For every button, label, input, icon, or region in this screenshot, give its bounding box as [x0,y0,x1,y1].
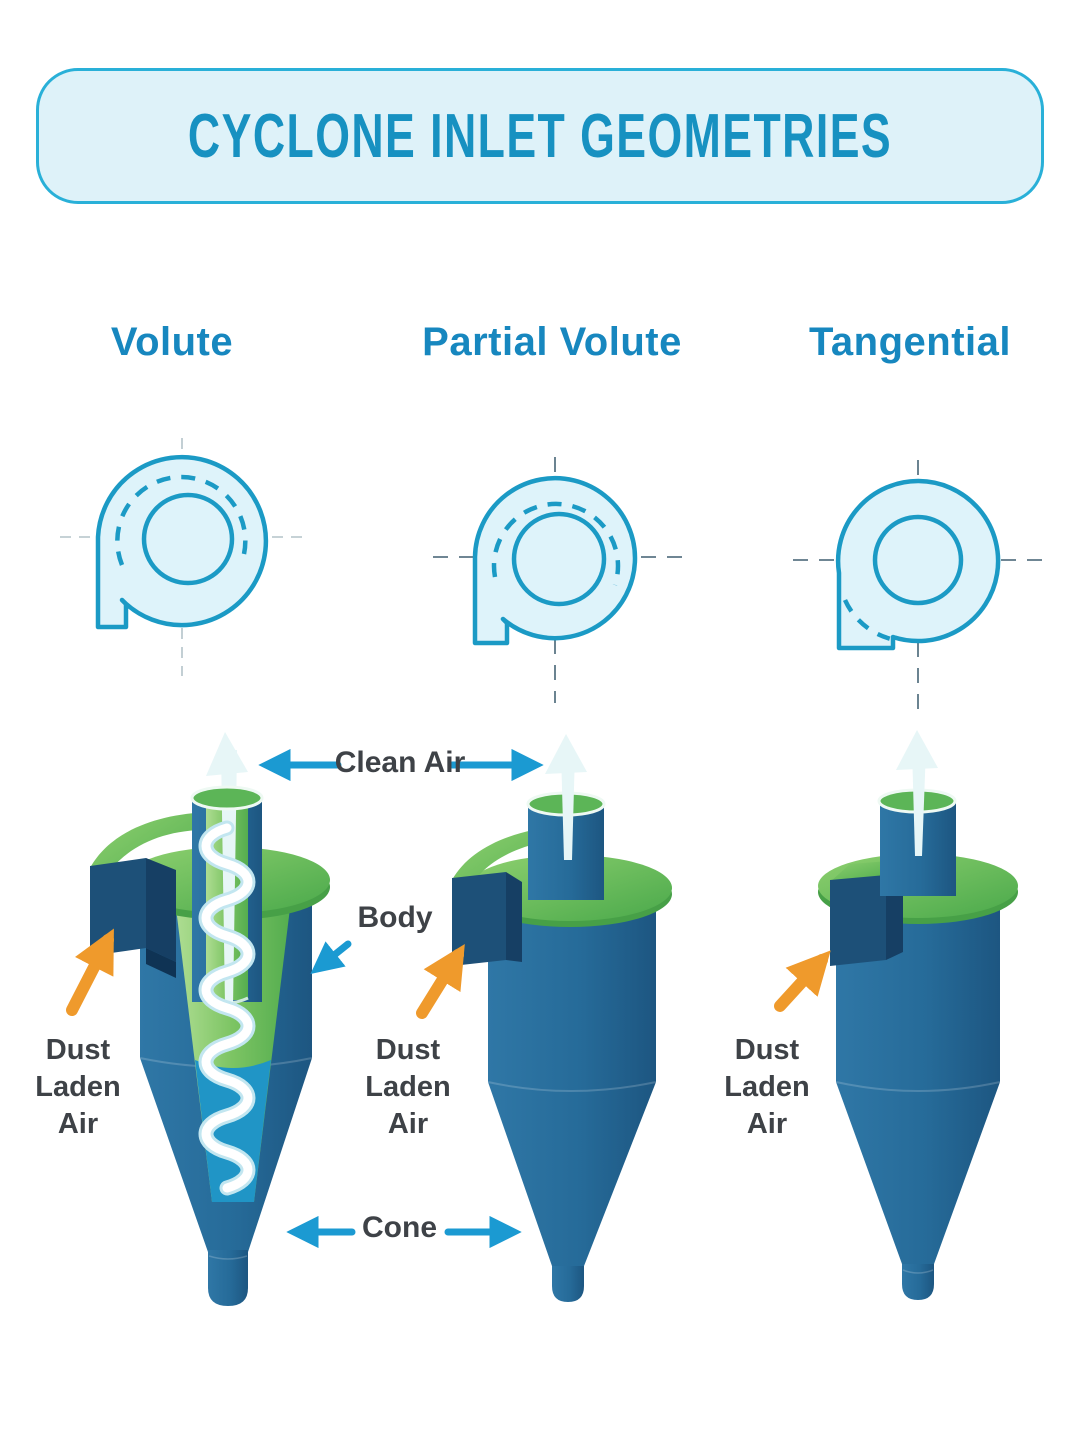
dust-laden-air-label-middle: Dust Laden Air [365,1034,451,1140]
inlet-duct-step [146,948,176,978]
dust-laden-air-arrow-right [774,950,831,1012]
body-label: Body [357,901,433,934]
vortex-finder-circle [141,492,235,586]
tip-seam [902,1269,934,1274]
clean-air-flow-arrowhead [896,730,938,770]
page-title: CYCLONE INLET GEOMETRIES [187,101,893,171]
body-arrow [310,940,352,975]
inlet-duct-front [830,875,886,966]
inlet-duct-side [886,875,903,960]
dust-outlet-tip [902,1264,934,1300]
dust-outlet-tip [208,1250,248,1306]
tangential-topview-diagram [793,460,1043,710]
inlet-path-dashed-arc [842,599,892,642]
inlet-duct-side [506,872,522,962]
dust-laden-air-label-right: Dust Laden Air [724,1034,810,1140]
clean-air-flow-shaft [561,752,575,860]
dust-laden-air-arrow-middle [416,943,465,1019]
vortex-finder-circle [872,514,964,606]
column-header-partial-volute: Partial Volute [422,320,682,364]
tangential-inlet-outline [835,478,1001,651]
cyclone-body-and-cone [488,895,656,1266]
column-header-tangential: Tangential [808,320,1012,364]
tangential-cyclone-illustration [818,730,1018,1300]
clean-air-flow-arrowhead [545,734,587,774]
pipe-top-rim [190,785,264,811]
title-banner: CYCLONE INLET GEOMETRIES [36,68,1044,204]
volute-cyclone-illustration [90,732,330,1306]
clean-air-flow-arrowhead [206,732,248,776]
inlet-duct-side [146,858,176,962]
inlet-duct-front [90,858,146,956]
vortex-spiral [201,823,253,1193]
partial-volute-topview-diagram [433,457,683,703]
column-header-volute: Volute [110,320,234,364]
vortex-finder-circle [511,511,607,607]
clean-air-flow-shaft [912,748,926,856]
cyclone-illustrations [66,730,1018,1306]
inlet-path-dashed-arc [115,474,248,566]
volute-topview-diagram [60,438,310,676]
clean-air-label: Clean Air [334,746,466,779]
body-cone-seam [487,1081,657,1092]
volute-scroll-outline [95,454,269,630]
partial-volute-cyclone-illustration [452,734,672,1302]
cone-label: Cone [362,1211,437,1244]
dust-outlet-tip [552,1266,584,1302]
inlet-duct-front [452,872,506,966]
cyclone-body-and-cone [836,895,1000,1264]
dust-laden-air-arrow-left [66,928,114,1016]
tip-seam [208,1255,248,1260]
dust-laden-air-label-left: Dust Laden Air [35,1034,121,1140]
body-cone-seam [835,1081,1001,1092]
inlet-path-dashed-arc [491,501,621,586]
